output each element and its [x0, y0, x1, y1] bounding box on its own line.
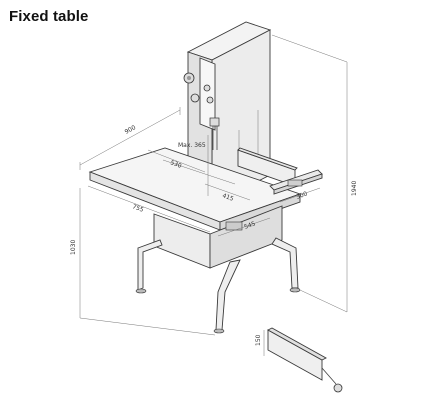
dim-throat: 530 [169, 159, 182, 170]
dim-blade-fence: 415 [221, 192, 234, 203]
dim-table-height: 1030 [70, 240, 77, 255]
page-title: Fixed table [9, 8, 89, 25]
stand-legs [135, 237, 301, 334]
table-top [88, 147, 302, 231]
accessory-guard [267, 327, 343, 393]
dimension-lines [79, 34, 348, 356]
control-knobs [183, 72, 214, 104]
dim-table-depth: 900 [124, 124, 138, 136]
knob-icon [203, 84, 211, 92]
dim-table-width: 755 [131, 203, 144, 214]
handle-knob-icon [333, 383, 343, 393]
knob-icon [206, 96, 214, 104]
blade-guide [209, 117, 220, 150]
base-cabinet [153, 205, 283, 269]
dim-accessory-height: 150 [255, 334, 262, 346]
dim-fence-length: 300 [295, 190, 308, 201]
dim-cut-height: Max. 365 [178, 142, 206, 149]
fence-rail [269, 169, 323, 195]
dim-overall-height: 1940 [351, 181, 358, 196]
knob-icon [190, 93, 200, 103]
dim-table-front: 545 [243, 220, 256, 231]
